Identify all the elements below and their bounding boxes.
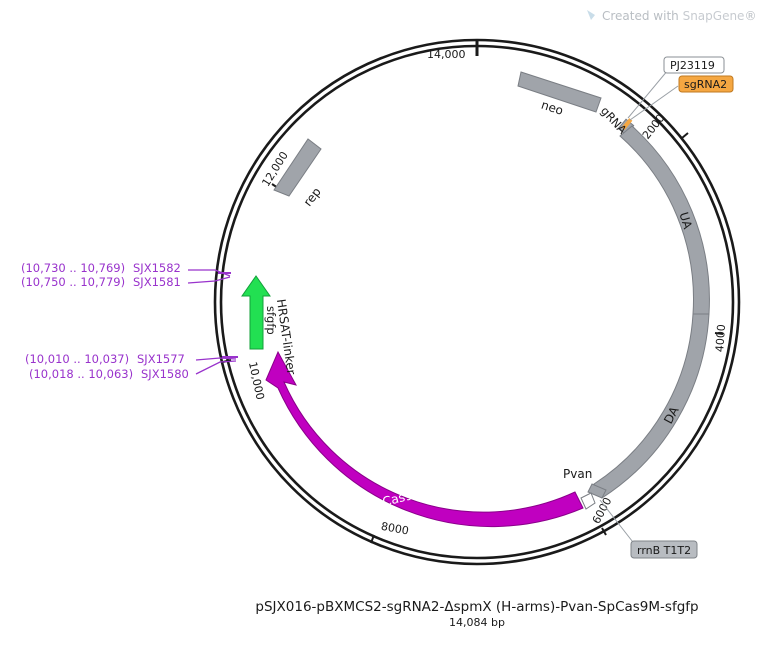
primer-label-sjx1581[interactable]: SJX1581 (133, 275, 181, 289)
feature-rrnb-t1t2[interactable] (587, 483, 607, 499)
snapgene-watermark: Created with SnapGene® (586, 9, 756, 23)
callout-rrnb-t1t2[interactable]: rrnB T1T2 (630, 540, 698, 559)
feature-neo[interactable] (517, 71, 602, 113)
feature-spcas9m[interactable] (265, 350, 584, 527)
primer-range-sjx1581: (10,750 .. 10,779) (21, 275, 125, 289)
primer-range-sjx1580: (10,018 .. 10,063) (29, 367, 133, 381)
tick-marks (222, 40, 724, 544)
tick-4000 (714, 332, 724, 335)
feature-label-sfgfp: sfgfp (264, 306, 278, 335)
tick-label-8000: 8000 (380, 520, 410, 538)
feature-sfgfp[interactable] (241, 275, 271, 350)
feature-sgrna2-marker[interactable] (621, 118, 633, 130)
watermark-mark: ® (744, 9, 757, 23)
callout-label-pj23119: PJ23119 (670, 59, 715, 72)
primer-range-sjx1582: (10,730 .. 10,769) (21, 261, 125, 275)
primer-label-sjx1577[interactable]: SJX1577 (137, 352, 185, 366)
leader-rrnb (599, 499, 637, 547)
callout-label-sgrna2: sgRNA2 (684, 78, 727, 91)
callout-label-rrnb-t1t2: rrnB T1T2 (637, 544, 691, 557)
feature-ua[interactable] (619, 125, 710, 315)
feature-rep[interactable] (273, 138, 322, 197)
feature-pvan[interactable] (580, 492, 596, 510)
watermark-brand: SnapGene (682, 9, 745, 23)
feature-label-neo: neo (539, 98, 565, 118)
callout-sgrna2[interactable]: sgRNA2 (678, 75, 734, 93)
plasmid-name: pSJX016-pBXMCS2-sgRNA2-ΔspmX (H-arms)-Pv… (255, 599, 698, 615)
tick-label-10000: 10,000 (246, 361, 267, 401)
primer-leaders (187, 269, 238, 375)
primer-range-sjx1577: (10,010 .. 10,037) (25, 352, 129, 366)
tick-label-14000: 14,000 (427, 48, 466, 61)
feature-label-rep: rep (301, 185, 324, 209)
primer-label-sjx1582[interactable]: SJX1582 (133, 261, 181, 275)
tick-label-4000: 4000 (713, 324, 728, 353)
leader-sgrna2 (629, 85, 679, 121)
callout-pj23119[interactable]: PJ23119 (663, 56, 725, 74)
feature-da[interactable] (593, 313, 710, 499)
watermark-prefix: Created with (602, 9, 683, 23)
primer-label-sjx1580[interactable]: SJX1580 (141, 367, 189, 381)
tick-8000 (370, 534, 375, 544)
tick-2000 (681, 132, 689, 139)
feature-label-pvan: Pvan (563, 467, 592, 481)
leader-pj23119 (627, 69, 669, 119)
plasmid-length: 14,084 bp (449, 616, 505, 629)
callout-leaders (599, 69, 679, 547)
tick-6000 (601, 527, 607, 536)
feature-label-ua: UA (677, 210, 695, 231)
snapgene-logo-icon (587, 10, 595, 20)
